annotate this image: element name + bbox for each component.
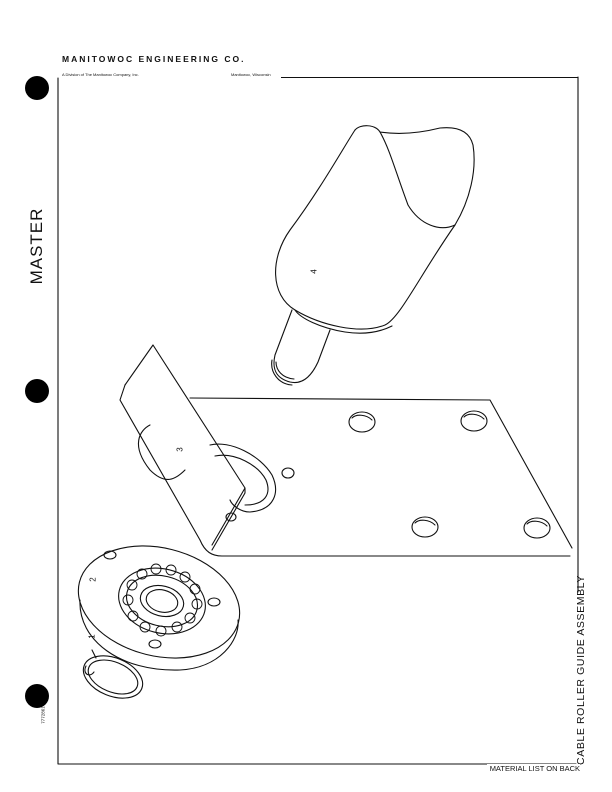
header-rule (281, 77, 578, 78)
material-list-note: MATERIAL LIST ON BACK (486, 764, 580, 773)
drawing-title: CABLE ROLLER GUIDE ASSEMBLY (575, 575, 587, 765)
company-name: MANITOWOC ENGINEERING CO. (62, 54, 246, 64)
part-label-1: 1 (87, 634, 97, 639)
roller-shaft-part (271, 125, 475, 386)
part-label-4: 4 (309, 269, 319, 274)
frame-left-line (57, 77, 483, 765)
snap-ring-part (82, 649, 144, 699)
location-text: Manitowoc, Wisconsin (231, 72, 271, 77)
punch-hole-bottom (25, 684, 49, 708)
part-label-3: 3 (175, 447, 185, 452)
bracket-part (119, 344, 573, 557)
division-text: A Division of The Manitowoc Company, Inc… (62, 72, 139, 77)
punch-hole-middle (25, 379, 49, 403)
drawing-number: 7772861 (40, 706, 46, 724)
bearing-flange-part (77, 545, 241, 671)
part-label-2: 2 (88, 577, 98, 582)
punch-hole-top (25, 76, 49, 100)
